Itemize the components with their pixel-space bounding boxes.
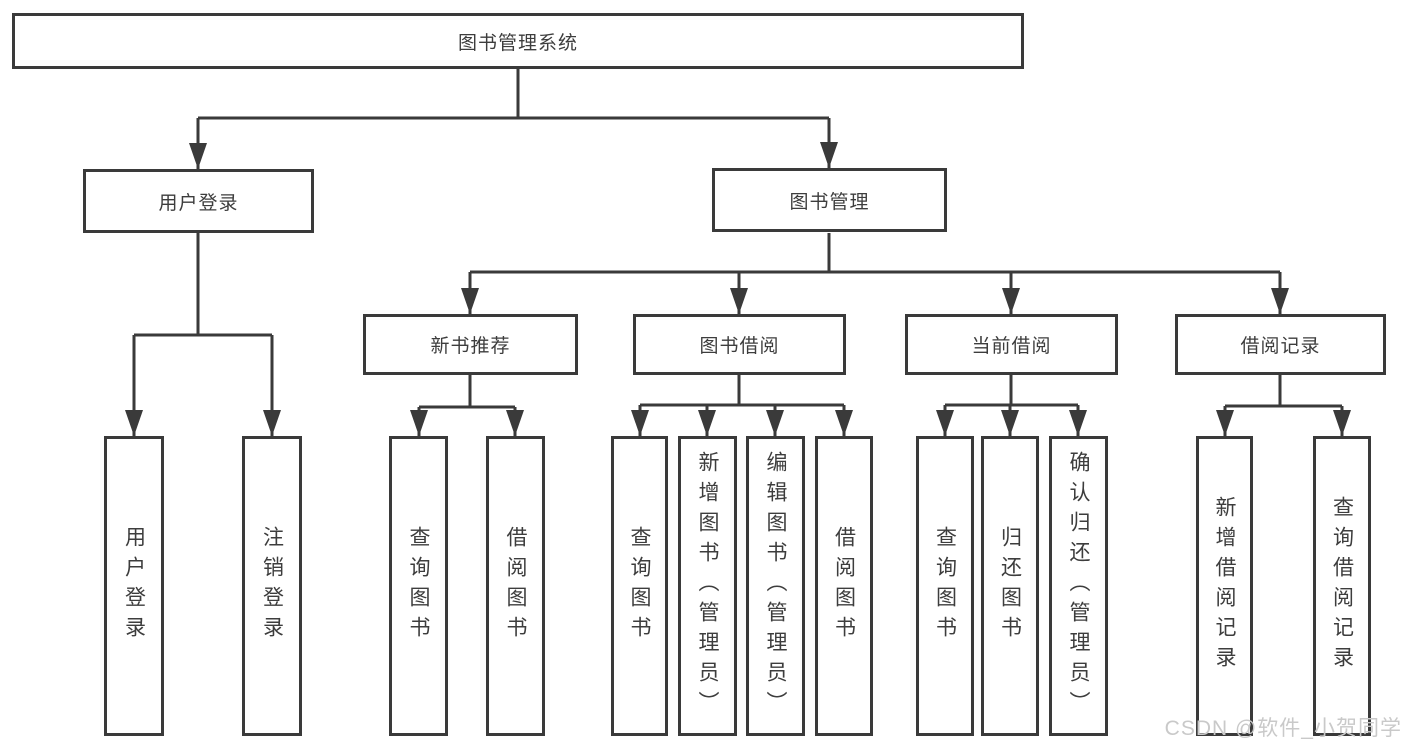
node-book-borrow-label: 图书借阅 <box>699 336 780 357</box>
leaf-confirm-return: 确认归还（管理员） <box>1049 436 1108 736</box>
leaf-add-books: 新增图书（管理员） <box>678 436 737 736</box>
node-new-book-rec-label: 新书推荐 <box>430 336 511 357</box>
leaf-borrow-books-1: 借阅图书 <box>486 436 545 736</box>
leaf-add-books-label: 新增图书（管理员） <box>696 451 719 721</box>
node-book-borrow: 图书借阅 <box>633 314 846 375</box>
leaf-borrow-books-1-label: 借阅图书 <box>504 526 527 646</box>
node-root: 图书管理系统 <box>12 13 1024 69</box>
leaf-borrow-books-2-label: 借阅图书 <box>832 526 856 646</box>
leaf-query-record-label: 查询借阅记录 <box>1330 496 1354 676</box>
leaf-query-books-3: 查询图书 <box>916 436 974 736</box>
leaf-query-books-2-label: 查询图书 <box>628 526 651 646</box>
leaf-return-books-label: 归还图书 <box>998 526 1022 646</box>
leaf-user-login-label: 用户登录 <box>122 526 146 646</box>
leaf-borrow-books-2: 借阅图书 <box>815 436 873 736</box>
node-book-mgmt: 图书管理 <box>712 168 947 232</box>
leaf-user-login: 用户登录 <box>104 436 164 736</box>
node-user-login: 用户登录 <box>83 169 314 233</box>
leaf-logout-label: 注销登录 <box>260 526 284 646</box>
node-user-login-label: 用户登录 <box>158 192 239 214</box>
node-borrow-records: 借阅记录 <box>1175 314 1386 375</box>
node-current-borrow-label: 当前借阅 <box>971 336 1052 357</box>
connector-trunks <box>134 69 1342 409</box>
node-root-label: 图书管理系统 <box>457 32 578 54</box>
leaf-query-books-2: 查询图书 <box>611 436 668 736</box>
leaf-return-books: 归还图书 <box>981 436 1039 736</box>
leaf-query-books-3-label: 查询图书 <box>933 526 957 646</box>
leaf-add-record: 新增借阅记录 <box>1196 436 1253 736</box>
node-borrow-records-label: 借阅记录 <box>1240 336 1321 357</box>
node-book-mgmt-label: 图书管理 <box>789 191 870 213</box>
leaf-query-books-1-label: 查询图书 <box>407 526 430 646</box>
node-current-borrow: 当前借阅 <box>905 314 1118 375</box>
leaf-query-record: 查询借阅记录 <box>1313 436 1371 736</box>
leaf-edit-books-label: 编辑图书（管理员） <box>764 451 787 721</box>
leaf-logout: 注销登录 <box>242 436 302 736</box>
node-new-book-rec: 新书推荐 <box>363 314 578 375</box>
leaf-query-books-1: 查询图书 <box>389 436 448 736</box>
leaf-confirm-return-label: 确认归还（管理员） <box>1067 451 1090 721</box>
leaf-add-record-label: 新增借阅记录 <box>1213 496 1236 676</box>
leaf-edit-books: 编辑图书（管理员） <box>746 436 805 736</box>
